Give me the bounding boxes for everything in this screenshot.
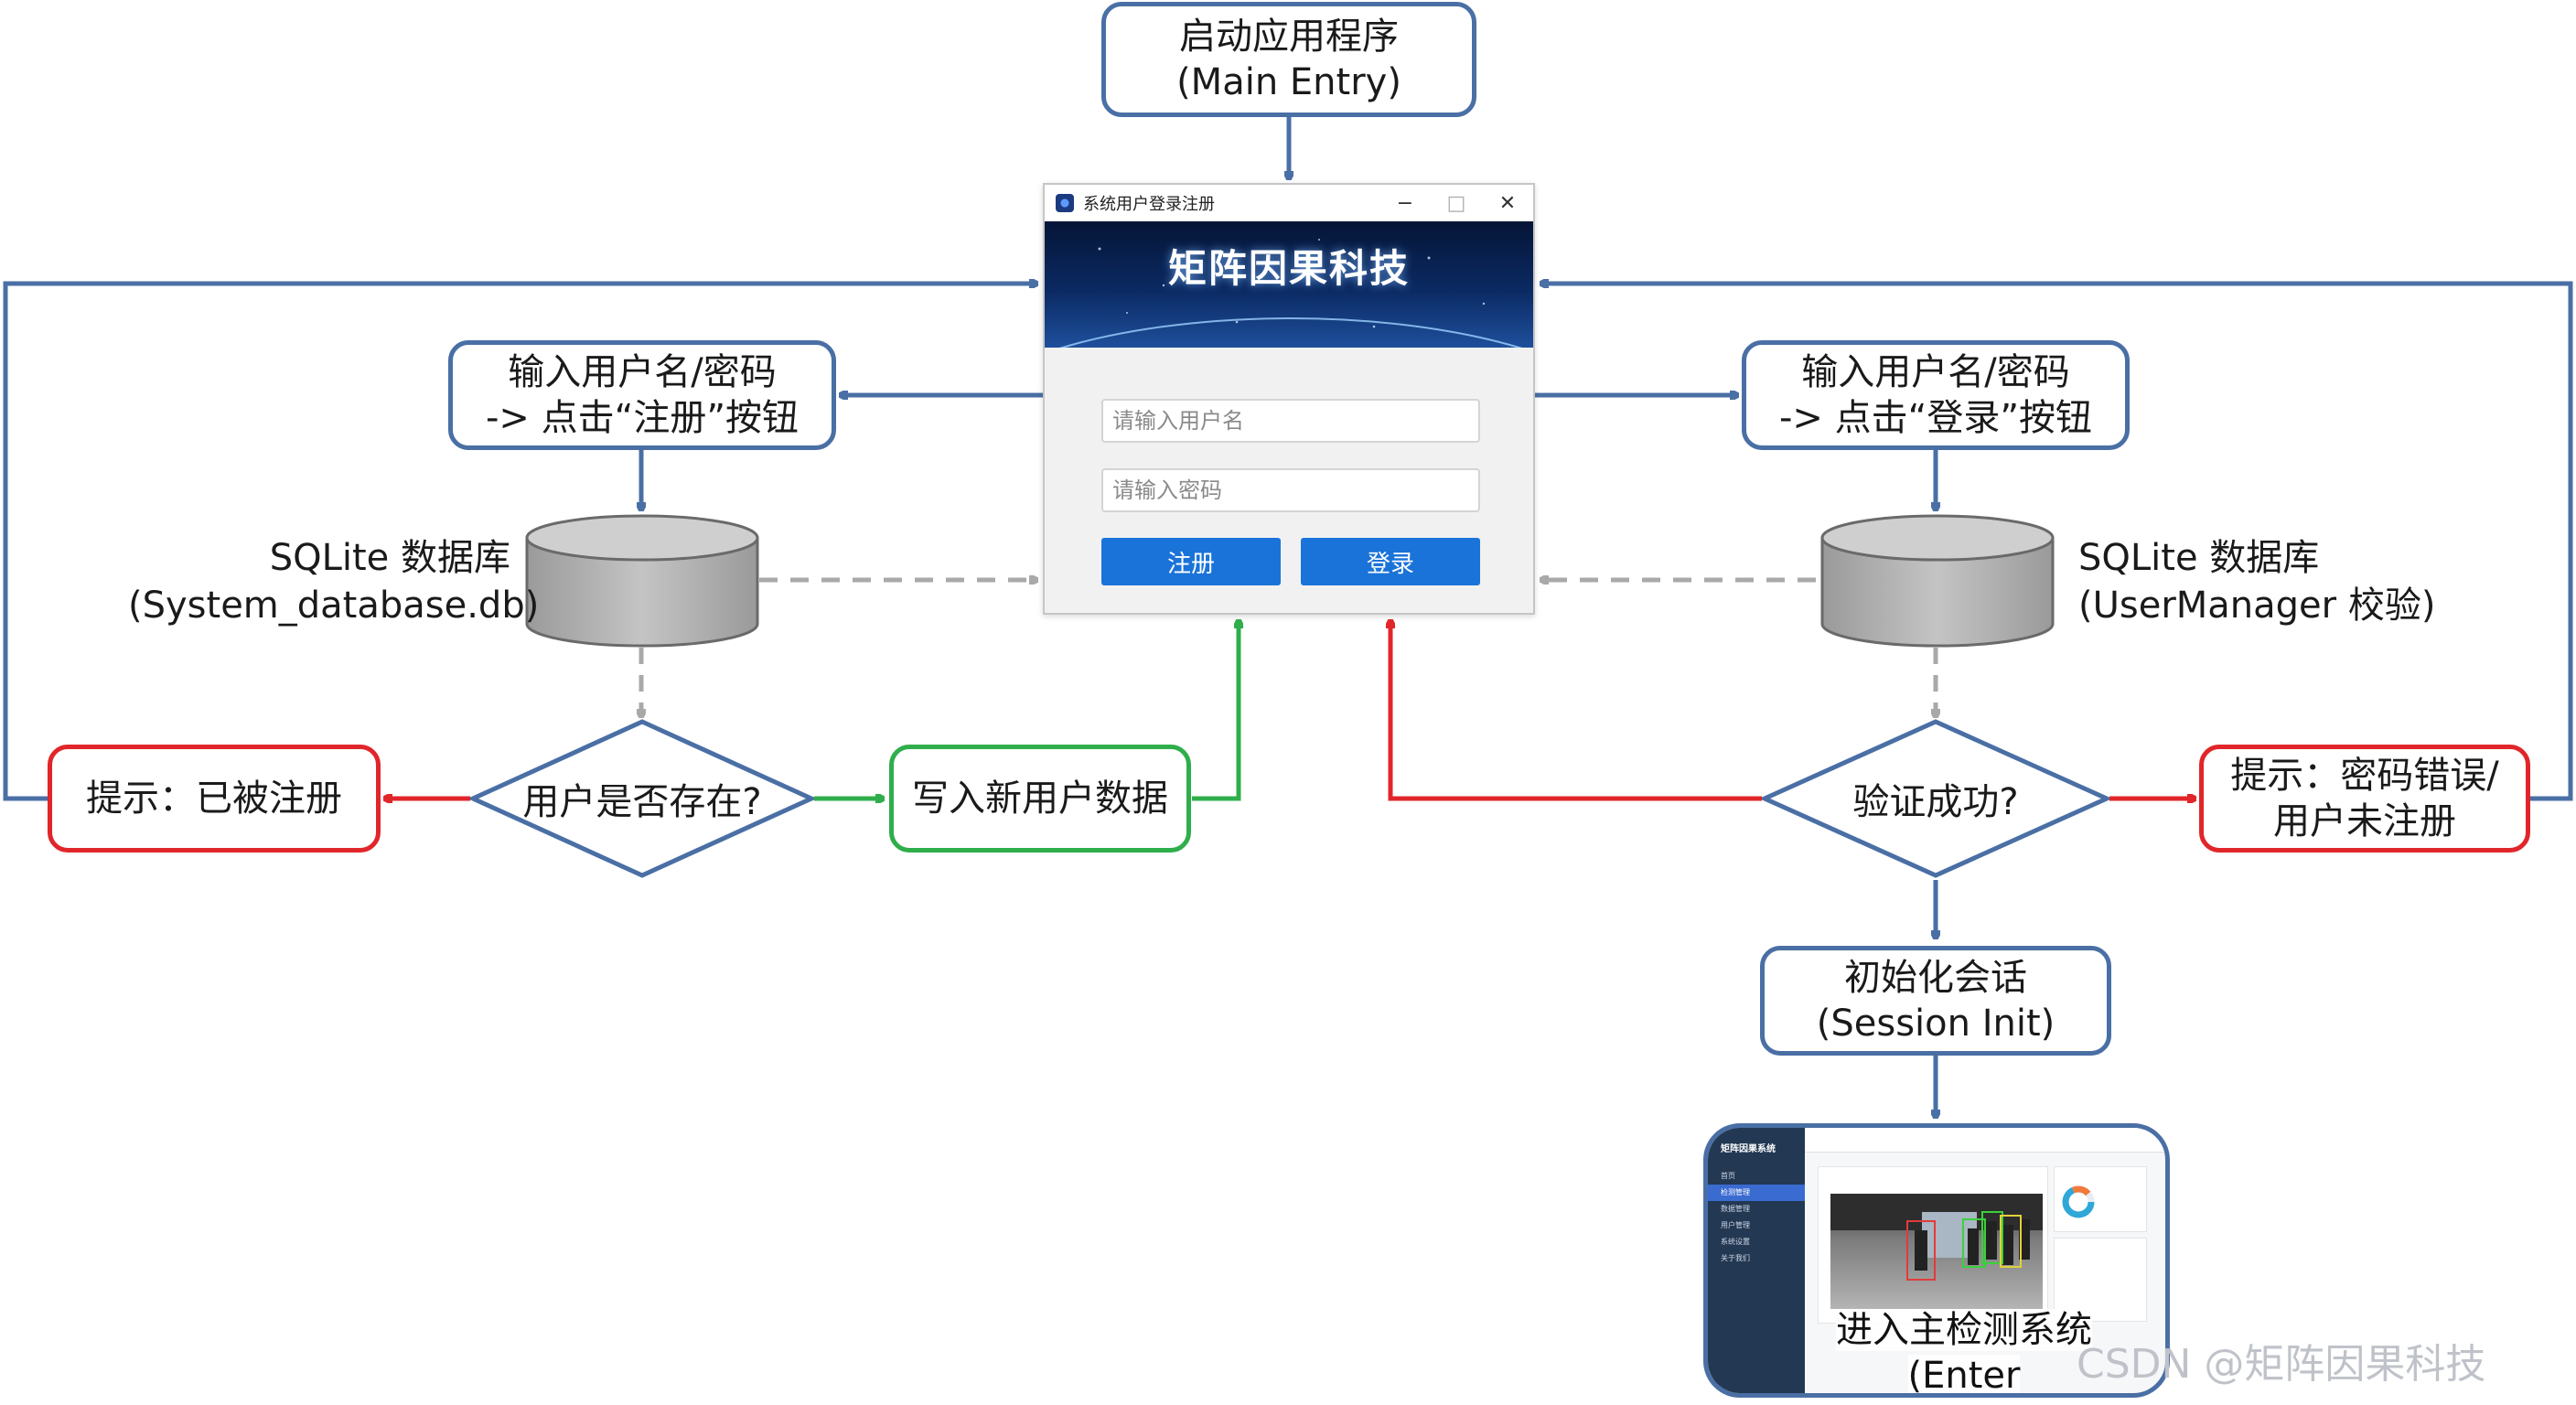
- register-button[interactable]: 注册: [1101, 538, 1281, 585]
- start-line1: 启动应用程序: [1179, 16, 1399, 58]
- password-input[interactable]: 请输入密码: [1101, 468, 1480, 512]
- close-button[interactable]: ✕: [1498, 191, 1517, 215]
- detection-video-frame: [1830, 1194, 2043, 1309]
- session-line1: 初始化会话: [1844, 957, 2027, 999]
- verify-decision: 验证成功?: [1762, 719, 2109, 878]
- decision-diamond-shape: [470, 719, 814, 878]
- main-system-node: 矩阵因果系统 首页 检测管理 数据管理 用户管理 系统设置 关于我们: [1703, 1123, 2170, 1398]
- login-db-line1: SQLite 数据库: [2078, 537, 2320, 579]
- register-db-line1: SQLite 数据库: [269, 537, 510, 579]
- app-icon: [1056, 194, 1074, 212]
- arrow-verify-fail-to-login: [1390, 622, 1762, 801]
- banner-title: 矩阵因果科技: [1167, 245, 1410, 291]
- system-sidebar: 矩阵因果系统 首页 检测管理 数据管理 用户管理 系统设置 关于我们: [1708, 1128, 1805, 1393]
- login-window: 系统用户登录注册 − □ ✕ 矩阵因果科技 请输入用户名 请输入密码 注册: [1043, 183, 1535, 615]
- login-error-line2: 用户未注册: [2273, 800, 2456, 842]
- register-database-icon: [525, 514, 759, 648]
- login-button[interactable]: 登录: [1301, 538, 1480, 585]
- login-db-label: SQLite 数据库 (UserManager 校验): [2078, 534, 2435, 629]
- enter-system-line1: 进入主检测系统: [1836, 1309, 2092, 1351]
- username-input[interactable]: 请输入用户名: [1101, 399, 1480, 443]
- system-nav-item[interactable]: 关于我们: [1721, 1254, 1750, 1262]
- already-registered-text: 提示：已被注册: [86, 778, 342, 820]
- system-chart-card: [2054, 1166, 2147, 1232]
- system-app-title: 矩阵因果系统: [1721, 1144, 1776, 1154]
- login-error-line1: 提示：密码错误/: [2230, 755, 2499, 797]
- maximize-button[interactable]: □: [1446, 191, 1466, 215]
- login-window-titlebar: 系统用户登录注册 − □ ✕: [1045, 185, 1533, 221]
- system-nav-item[interactable]: 用户管理: [1721, 1221, 1750, 1229]
- enter-system-caption: 进入主检测系统 (Enter System): [1827, 1307, 2101, 1393]
- session-line2: (Session Init): [1816, 1003, 2055, 1045]
- login-window-title: 系统用户登录注册: [1083, 195, 1215, 214]
- arrow-exists-msg-loop: [3, 284, 1036, 801]
- system-nav-item[interactable]: 检测管理: [1708, 1185, 1805, 1201]
- watermark: CSDN @矩阵因果科技: [2077, 1341, 2486, 1388]
- login-input-node: 输入用户名/密码 -> 点击“登录”按钮: [1742, 340, 2130, 450]
- arrow-write-to-login: [1192, 622, 1239, 801]
- donut-chart-icon: [2062, 1185, 2095, 1218]
- register-input-line2: -> 点击“注册”按钮: [485, 397, 800, 439]
- system-nav-item[interactable]: 系统设置: [1721, 1238, 1750, 1246]
- verify-label: 验证成功?: [1852, 781, 2019, 823]
- already-registered-node: 提示：已被注册: [48, 745, 381, 853]
- register-input-line1: 输入用户名/密码: [508, 351, 777, 393]
- start-line2: (Main Entry): [1176, 61, 1401, 103]
- system-nav-item[interactable]: 数据管理: [1721, 1205, 1750, 1213]
- system-topbar: [1805, 1128, 2165, 1153]
- system-nav-item[interactable]: 首页: [1721, 1172, 1735, 1180]
- user-exists-label: 用户是否存在?: [522, 781, 762, 823]
- register-db-line2: (System_database.db): [128, 585, 540, 627]
- login-banner: 矩阵因果科技: [1045, 221, 1533, 348]
- login-database-icon: [1820, 514, 2055, 648]
- decision-diamond-shape: [1762, 719, 2109, 878]
- login-error-node: 提示：密码错误/ 用户未注册: [2199, 745, 2530, 853]
- register-db-label: SQLite 数据库 (System_database.db): [128, 534, 540, 629]
- write-user-node: 写入新用户数据: [889, 745, 1191, 853]
- system-stats-card: [2054, 1238, 2147, 1322]
- register-input-node: 输入用户名/密码 -> 点击“注册”按钮: [448, 340, 836, 450]
- arrow-error-msg-loop: [1542, 284, 2573, 801]
- enter-system-line2: (Enter System): [1888, 1355, 2040, 1393]
- detection-scene-icon: [1830, 1194, 2043, 1281]
- login-input-line2: -> 点击“登录”按钮: [1778, 397, 2093, 439]
- minimize-button[interactable]: −: [1396, 191, 1414, 215]
- start-node: 启动应用程序 (Main Entry): [1101, 2, 1476, 117]
- write-user-text: 写入新用户数据: [912, 778, 1168, 820]
- session-init-node: 初始化会话 (Session Init): [1760, 946, 2111, 1056]
- earth-glow-icon: [1045, 239, 1533, 348]
- user-exists-decision: 用户是否存在?: [470, 719, 814, 878]
- login-db-line2: (UserManager 校验): [2078, 585, 2436, 627]
- login-input-line1: 输入用户名/密码: [1801, 351, 2070, 393]
